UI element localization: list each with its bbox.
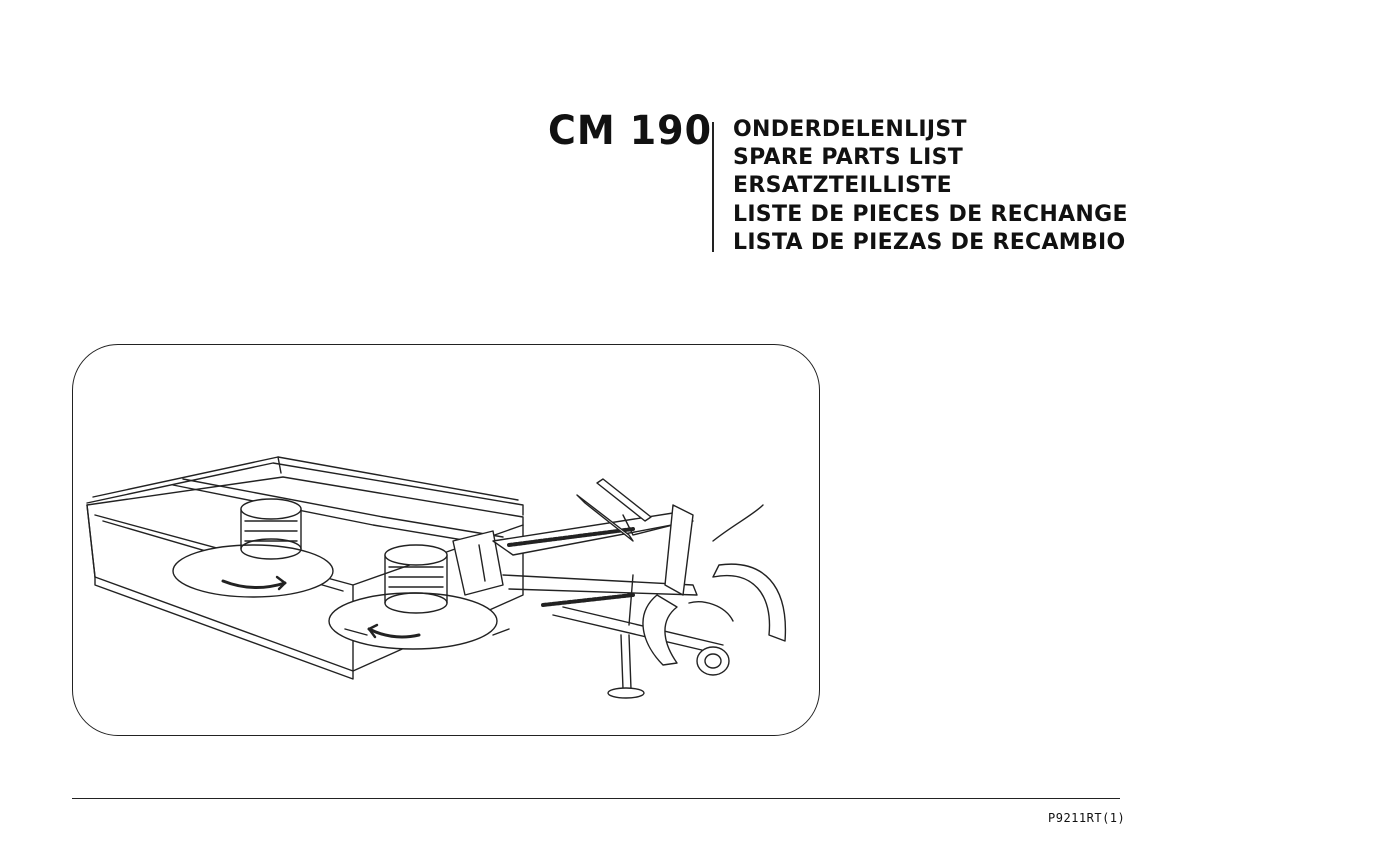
title-spanish: LISTA DE PIEZAS DE RECAMBIO: [733, 229, 1126, 255]
title-english: SPARE PARTS LIST: [733, 145, 964, 171]
parking-stand: [607, 634, 645, 699]
document-code: P9211RT(1): [1048, 811, 1126, 825]
pto-guard: [642, 563, 787, 676]
gearbox: [452, 530, 504, 596]
cutting-disc-left: [172, 498, 334, 598]
title-dutch: ONDERDELENLIJST: [733, 117, 967, 142]
title-list: ONDERDELENLIJST SPARE PARTS LIST ERSATZT…: [733, 116, 1128, 257]
model-number: CM 190: [548, 108, 712, 154]
mower-illustration-frame: [72, 344, 820, 736]
footer-rule: [72, 798, 1120, 800]
cutting-disc-right: [328, 544, 498, 650]
top-frame: [86, 456, 524, 546]
title-french: LISTE DE PIECES DE RECHANGE: [733, 201, 1128, 227]
mower-illustration: [86, 456, 787, 699]
title-divider: [712, 122, 714, 252]
hitch-frame: [576, 478, 764, 626]
deflector: [94, 576, 510, 680]
title-german: ERSATZTEILLISTE: [733, 173, 952, 199]
